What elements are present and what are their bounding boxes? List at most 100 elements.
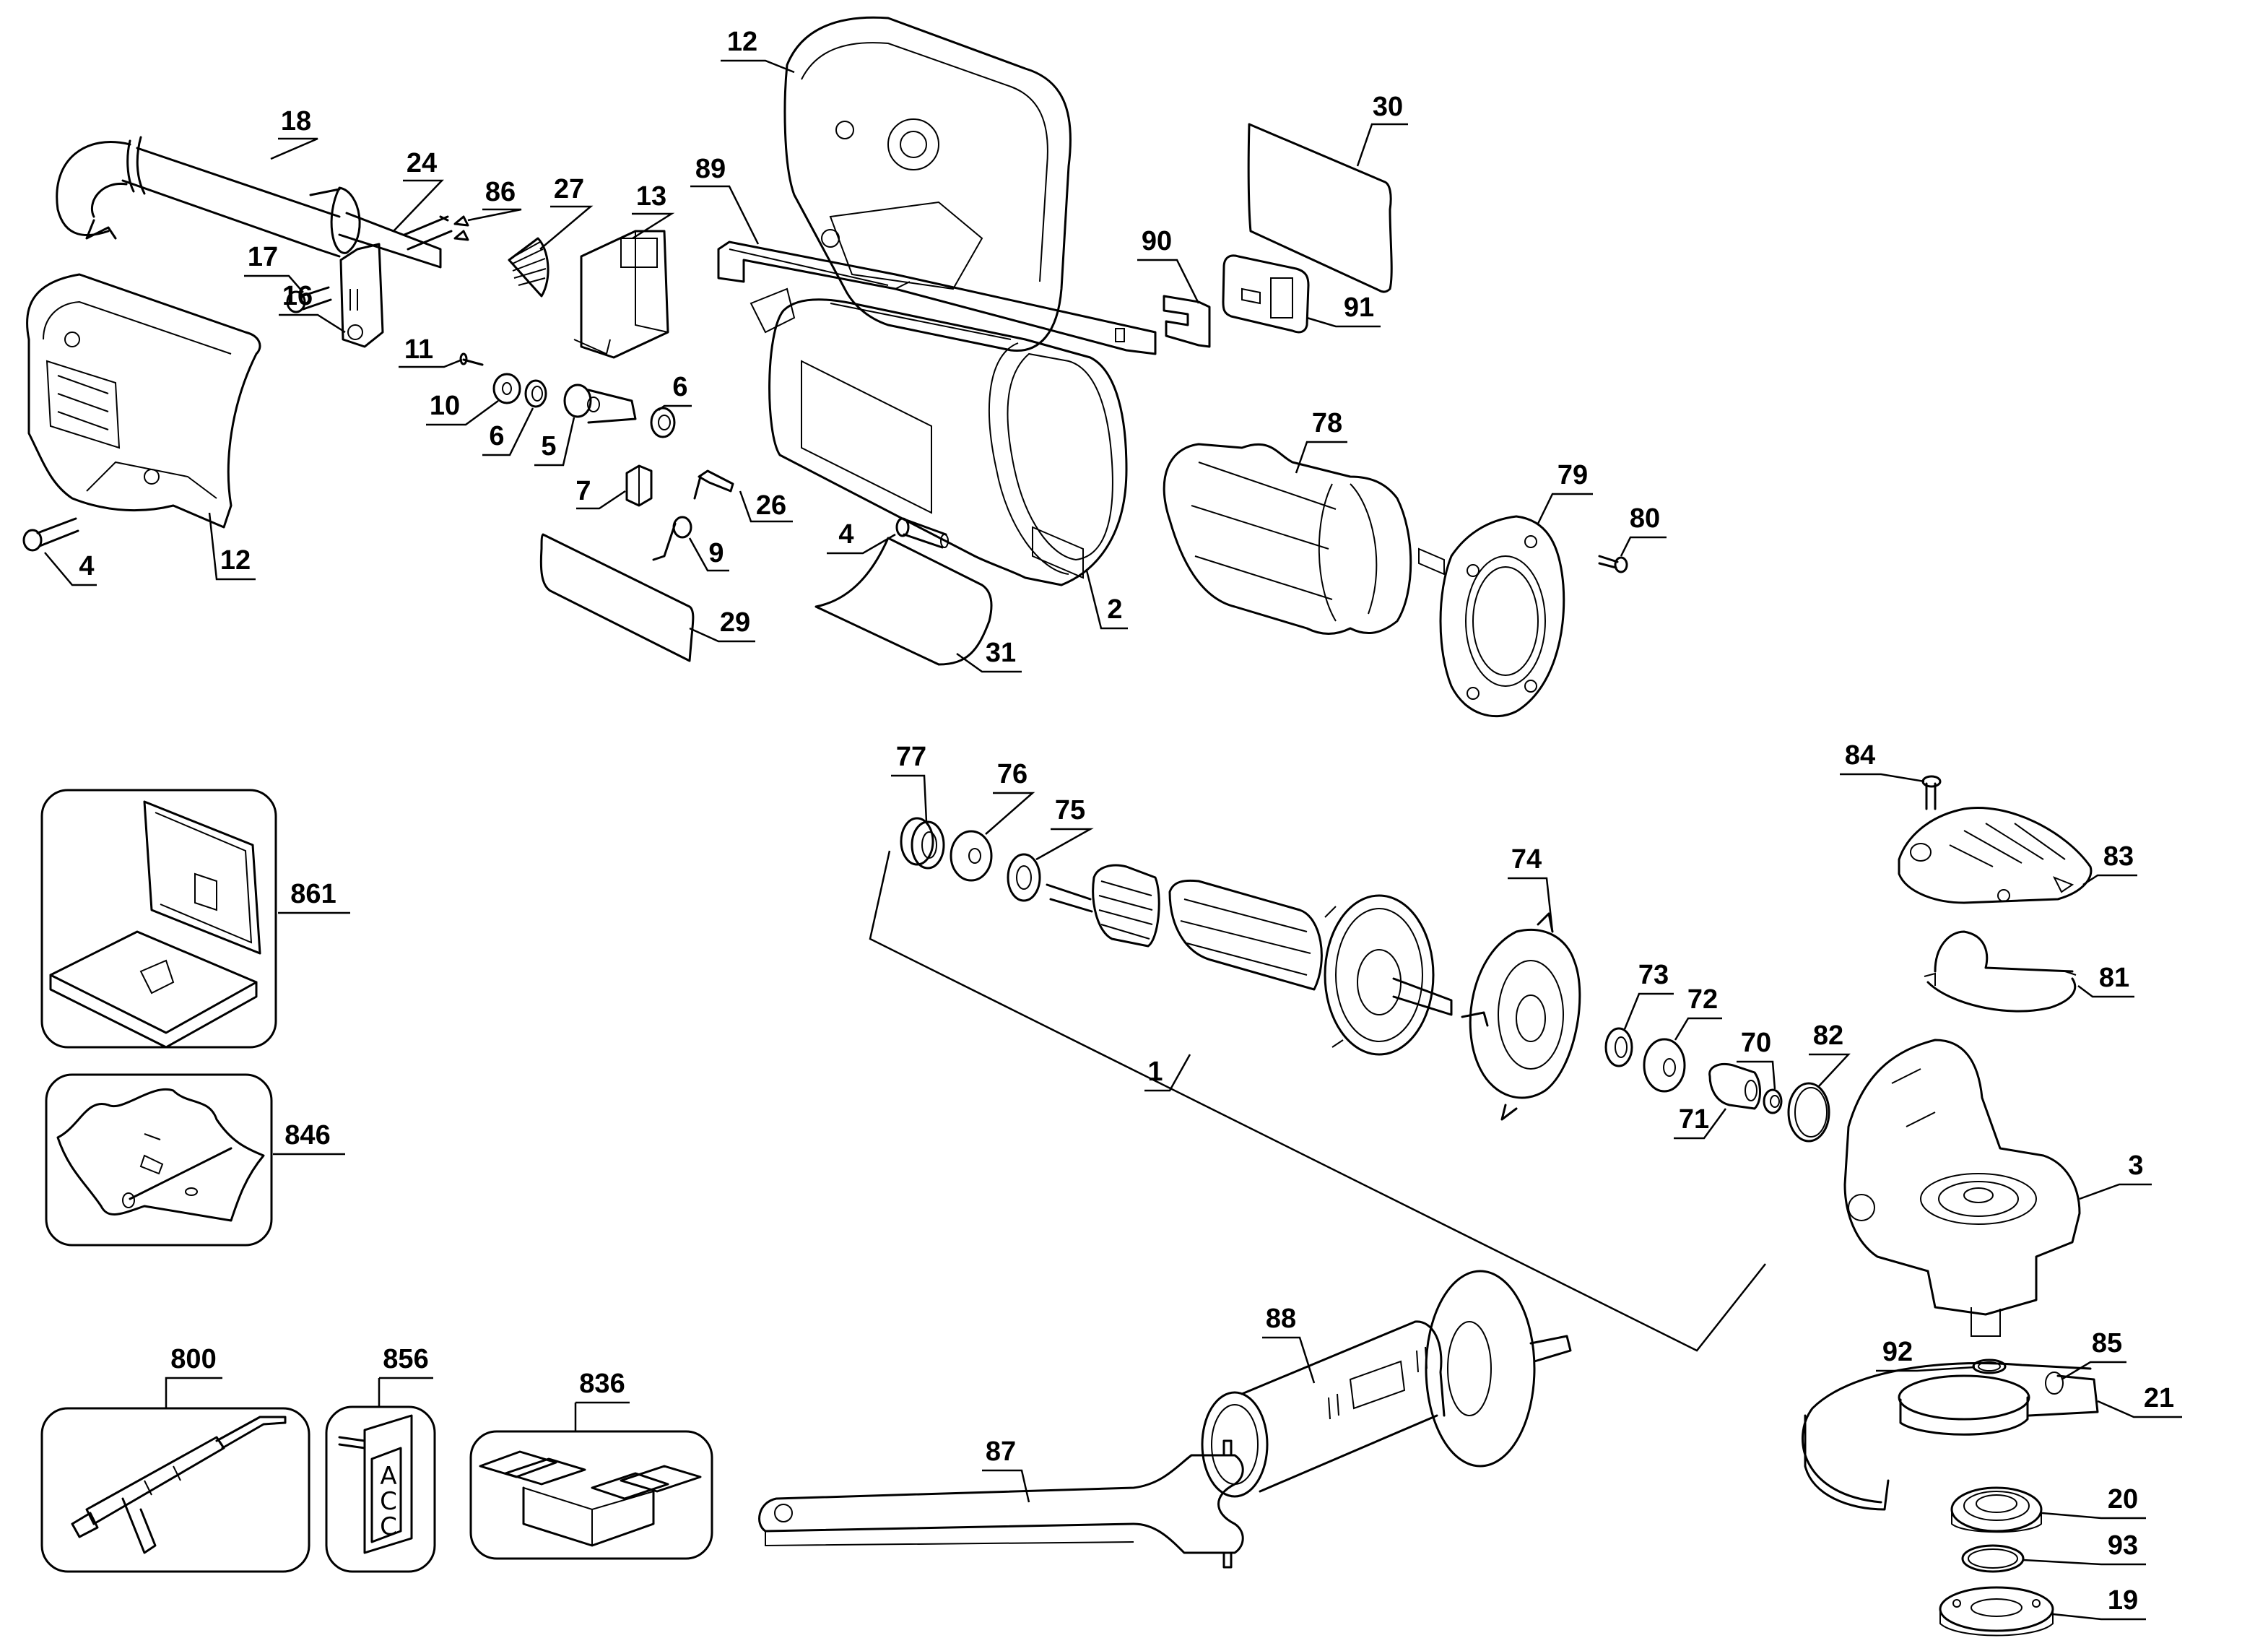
part-24-cord-protector[interactable] (338, 212, 453, 269)
part-6a-bushing[interactable] (524, 379, 547, 408)
label-85: 85 (2092, 1328, 2122, 1358)
part-30-nameplate[interactable] (1247, 123, 1393, 293)
label-31: 31 (986, 638, 1016, 668)
part-5-brush-holder[interactable] (563, 384, 637, 424)
callout-4-mid: 4 (827, 519, 896, 555)
part-77-bearing[interactable] (900, 817, 945, 870)
label-92: 92 (1882, 1337, 1913, 1367)
callout-79: 79 (1537, 460, 1593, 524)
label-17: 17 (248, 242, 278, 272)
part-800-grease-tube[interactable] (40, 1407, 310, 1573)
part-71-pinion[interactable] (1708, 1063, 1761, 1110)
part-89-switch-actuator[interactable] (717, 240, 1157, 355)
part-4-screw-left[interactable] (22, 517, 79, 552)
tag-letter-c1: C (380, 1487, 397, 1516)
part-12-lower-housing[interactable] (26, 273, 261, 529)
part-75-washer[interactable] (1007, 853, 1041, 902)
part-19-outer-flange[interactable] (1939, 1586, 2054, 1637)
callout-11: 11 (399, 334, 463, 368)
label-89: 89 (695, 154, 726, 184)
callout-80: 80 (1620, 503, 1667, 557)
part-76-bearing-cushion[interactable] (950, 830, 993, 882)
part-17-screw[interactable] (286, 286, 332, 313)
callout-800: 800 (165, 1344, 222, 1408)
callout-17: 17 (244, 242, 304, 293)
callout-29: 29 (689, 607, 755, 643)
callout-4-left: 4 (44, 551, 97, 586)
part-4-screw-mid[interactable] (895, 517, 949, 549)
callout-9: 9 (688, 537, 729, 572)
label-72: 72 (1687, 984, 1718, 1015)
part-87-spanner-wrench[interactable] (758, 1439, 1244, 1569)
label-800: 800 (170, 1344, 216, 1374)
label-86: 86 (485, 177, 516, 207)
callout-856: 856 (378, 1344, 433, 1407)
label-80: 80 (1630, 503, 1660, 534)
part-90-insulator[interactable] (1163, 295, 1211, 348)
part-80-screw[interactable] (1598, 555, 1628, 573)
part-72-bearing[interactable] (1643, 1038, 1686, 1093)
part-16-cord-clamp[interactable] (339, 243, 384, 348)
part-21-guard[interactable] (1802, 1362, 2099, 1511)
label-70: 70 (1741, 1028, 1771, 1058)
part-1-armature[interactable] (1046, 864, 1453, 1056)
callout-5: 5 (534, 417, 575, 467)
part-86-terminals[interactable] (453, 215, 469, 241)
part-7-brush[interactable] (625, 464, 653, 507)
callout-30: 30 (1356, 92, 1408, 167)
callout-10: 10 (426, 391, 499, 426)
label-6b: 6 (672, 372, 687, 402)
part-29-label[interactable] (539, 533, 695, 662)
part-88-side-handle[interactable] (1201, 1270, 1572, 1498)
label-73: 73 (1638, 960, 1669, 990)
callout-78: 78 (1295, 408, 1347, 474)
callout-13: 13 (632, 181, 675, 240)
part-82-o-ring[interactable] (1787, 1082, 1830, 1143)
part-92-o-ring[interactable] (1972, 1358, 2007, 1374)
callout-77: 77 (891, 742, 928, 823)
part-2-field-case[interactable] (750, 287, 1128, 586)
part-73-washer[interactable] (1604, 1027, 1633, 1067)
callout-2: 2 (1085, 570, 1128, 630)
label-16: 16 (282, 281, 313, 311)
part-18-power-cord[interactable] (56, 136, 361, 258)
callout-21: 21 (2097, 1383, 2182, 1418)
part-74-baffle[interactable] (1461, 912, 1581, 1121)
label-76: 76 (997, 759, 1027, 789)
part-27-spring[interactable] (508, 237, 549, 298)
part-84-screw[interactable] (1921, 775, 1942, 810)
part-31-label[interactable] (814, 537, 993, 666)
label-83: 83 (2103, 841, 2134, 872)
part-93-o-ring[interactable] (1961, 1544, 2025, 1573)
callout-12-lower: 12 (208, 512, 256, 581)
callout-88: 88 (1262, 1304, 1316, 1384)
callout-846: 846 (273, 1120, 345, 1156)
part-70-nut[interactable] (1763, 1088, 1783, 1114)
part-79-baffle[interactable] (1418, 515, 1565, 718)
part-6b-bushing[interactable] (650, 407, 676, 438)
part-3-gear-case[interactable] (1843, 1039, 2081, 1337)
callout-89: 89 (690, 154, 760, 245)
part-91-module[interactable] (1222, 254, 1310, 334)
part-10-brush-cap[interactable] (492, 373, 521, 404)
label-78: 78 (1312, 408, 1342, 438)
part-78-field[interactable] (1163, 443, 1412, 635)
label-79: 79 (1557, 460, 1588, 490)
part-856-accessory-tag[interactable]: A C C (325, 1405, 436, 1573)
part-11-screw[interactable] (459, 352, 484, 366)
label-3: 3 (2128, 1150, 2143, 1181)
part-13-switch[interactable] (573, 230, 669, 359)
part-861-kit-box[interactable] (40, 789, 277, 1049)
label-861: 861 (290, 879, 336, 909)
part-836-tool-box[interactable] (469, 1430, 713, 1560)
part-83-gear-case-cover[interactable] (1898, 807, 2093, 904)
part-846-hardware-bag[interactable] (45, 1073, 273, 1247)
part-9-brush-spring[interactable] (652, 516, 692, 561)
label-71: 71 (1679, 1104, 1709, 1135)
part-26-terminal[interactable] (693, 469, 734, 500)
part-20-inner-flange[interactable] (1950, 1486, 2043, 1533)
callout-73: 73 (1623, 960, 1674, 1030)
part-81-spindle-lock-spring[interactable] (1924, 930, 2077, 1013)
callout-87: 87 (982, 1436, 1030, 1503)
